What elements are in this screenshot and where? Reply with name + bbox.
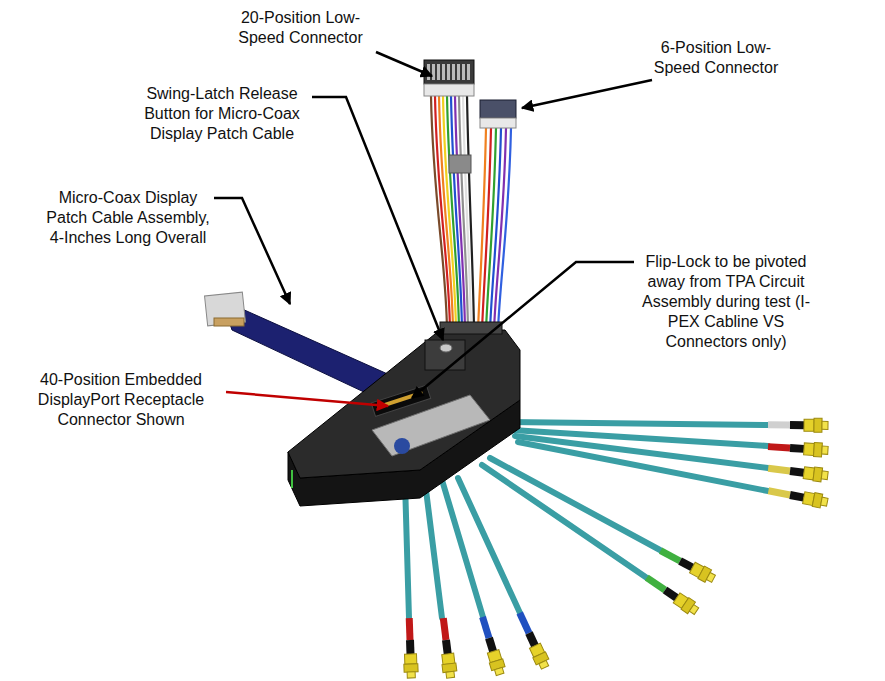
coax-cable bbox=[425, 482, 442, 618]
latch-block bbox=[425, 340, 465, 370]
callout-label: Swing-Latch Release Button for Micro-Coa… bbox=[133, 84, 311, 144]
coax-cable bbox=[518, 442, 768, 491]
callout-label: Micro-Coax Display Patch Cable Assembly,… bbox=[42, 188, 214, 248]
pin bbox=[437, 64, 440, 80]
connector-housing bbox=[480, 100, 516, 118]
callout-label: 20-Position Low- Speed Connector bbox=[228, 8, 373, 48]
release-button bbox=[440, 344, 452, 352]
sma-connector bbox=[476, 615, 507, 676]
sma-connector bbox=[767, 484, 829, 509]
leader-line bbox=[214, 198, 290, 304]
coax-cable bbox=[505, 422, 768, 425]
adapter-top bbox=[288, 330, 520, 478]
pin bbox=[457, 64, 460, 80]
connector-pins bbox=[427, 64, 470, 80]
coax-cable bbox=[442, 480, 483, 617]
sma-connector bbox=[768, 440, 829, 458]
coax-cable bbox=[482, 465, 647, 578]
sma-connector bbox=[657, 544, 717, 585]
cable-end bbox=[205, 292, 246, 326]
sma-connector bbox=[402, 618, 418, 678]
wire bbox=[478, 128, 486, 330]
wire bbox=[443, 96, 456, 330]
logo bbox=[394, 438, 410, 454]
connector-housing bbox=[424, 60, 474, 84]
pin bbox=[432, 64, 435, 80]
leader-line bbox=[226, 392, 388, 406]
leader-line bbox=[312, 97, 443, 340]
pin bbox=[427, 64, 430, 80]
leader-line bbox=[376, 52, 432, 76]
pin bbox=[442, 64, 445, 80]
leader-line bbox=[412, 262, 634, 398]
sma-connector bbox=[643, 572, 701, 617]
connector-strip bbox=[480, 118, 516, 128]
wire bbox=[467, 96, 474, 330]
connector-strip bbox=[424, 84, 474, 96]
heat-shrink bbox=[449, 155, 471, 173]
callout-label: Flip-Lock to be pivoted away from TPA Ci… bbox=[636, 252, 816, 352]
pin bbox=[452, 64, 455, 80]
leader-line bbox=[522, 80, 652, 108]
sma-connector bbox=[767, 461, 828, 482]
pin bbox=[467, 64, 470, 80]
sma-connector bbox=[436, 617, 457, 678]
six-wires bbox=[478, 128, 511, 330]
status-led bbox=[291, 470, 293, 488]
callout-label: 6-Position Low- Speed Connector bbox=[646, 38, 786, 78]
sma-connector bbox=[513, 610, 551, 670]
wire bbox=[498, 128, 511, 330]
coax-cable bbox=[458, 478, 520, 613]
pin bbox=[447, 64, 450, 80]
sma-connector bbox=[768, 418, 828, 433]
coax-cable bbox=[490, 458, 660, 550]
callout-label: 40-Position Embedded DisplayPort Recepta… bbox=[30, 370, 212, 430]
leader-lines bbox=[214, 52, 652, 398]
pin bbox=[462, 64, 465, 80]
coax-cable bbox=[405, 482, 409, 618]
ribbon-wires bbox=[431, 96, 474, 330]
cable-connector bbox=[214, 318, 244, 326]
